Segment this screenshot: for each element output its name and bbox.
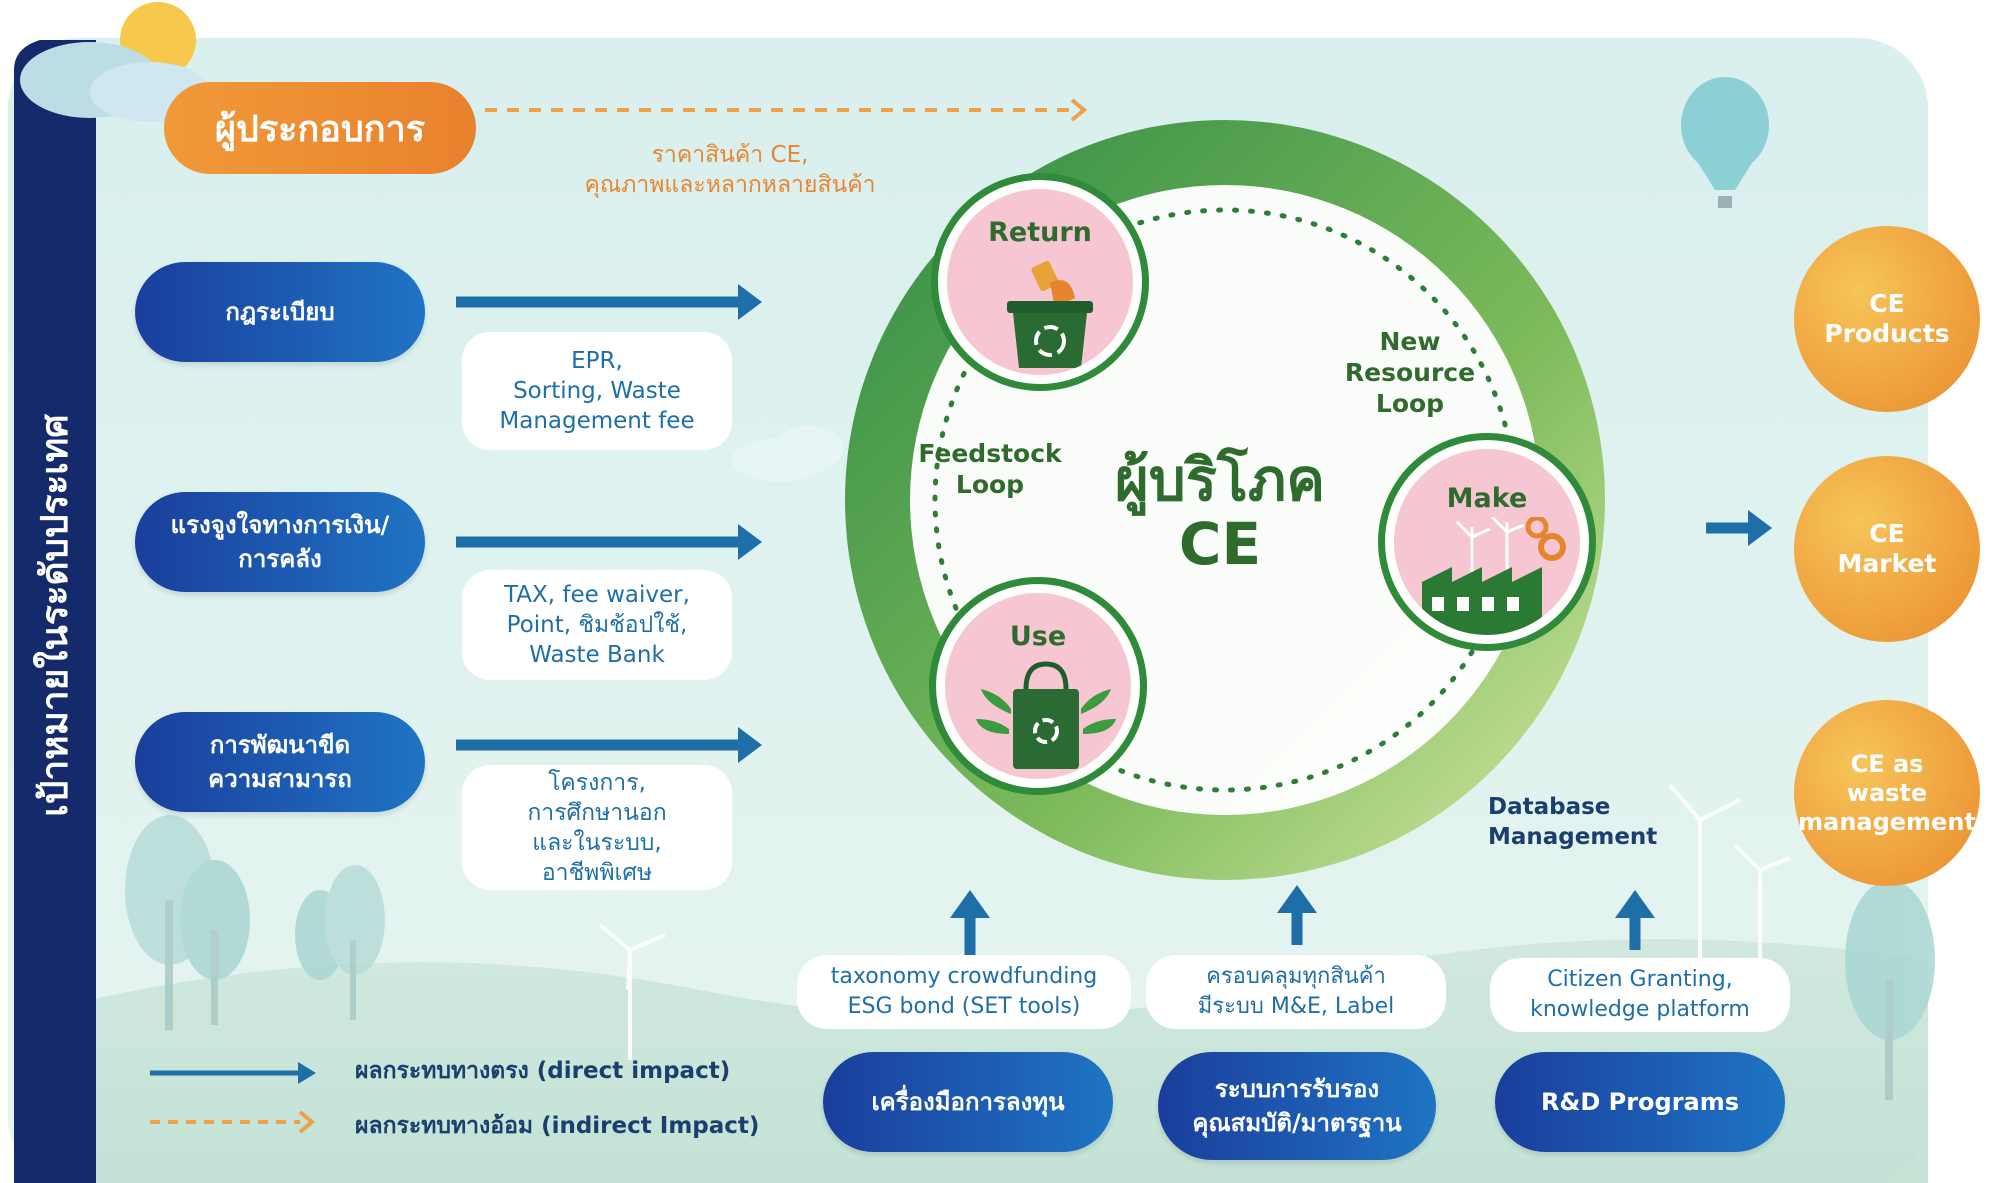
outcome-ce-market-line2: Market <box>1837 549 1937 578</box>
center-title: ผู้บริโภค CE <box>1070 448 1370 576</box>
entrepreneur-note-line2: คุณภาพและหลากหลายสินค้า <box>584 172 876 198</box>
policy-regulation-card: EPR, Sorting, Waste Management fee <box>462 332 732 450</box>
outcome-ce-products-line2: Products <box>1824 319 1950 348</box>
entrepreneur-note: ราคาสินค้า CE, คุณภาพและหลากหลายสินค้า <box>540 140 920 200</box>
entrepreneur-label: ผู้ประกอบการ <box>214 108 426 150</box>
policy-regulation-detail-3: Management fee <box>499 408 695 434</box>
policy-finance-label-2: การคลัง <box>238 545 322 573</box>
new-resource-loop-line2: Resource <box>1344 358 1476 387</box>
make-node: Make <box>1385 440 1589 644</box>
database-management-label: Database Management <box>1488 792 1657 852</box>
policy-regulation-detail-1: EPR, <box>571 348 623 374</box>
certification-pill: ระบบการรับรอง คุณสมบัติ/มาตรฐาน <box>1158 1052 1436 1160</box>
new-resource-loop-label: New Resource Loop <box>1320 326 1500 419</box>
policy-capacity-detail-3: และในระบบ, <box>532 829 662 856</box>
outcome-ce-waste-line2: waste <box>1846 778 1928 807</box>
outcome-ce-waste-management: CE as waste management <box>1794 700 1980 886</box>
entrepreneur-pill: ผู้ประกอบการ <box>164 82 476 174</box>
legend-indirect: ผลกระทบทางอ้อม (indirect Impact) <box>355 1113 760 1139</box>
database-label-line1: Database <box>1488 794 1611 820</box>
rnd-detail-1: Citizen Granting, <box>1547 967 1733 992</box>
policy-finance-detail-1: TAX, fee waiver, <box>504 582 690 608</box>
policy-capacity-detail-4: อาชีพพิเศษ <box>541 859 653 886</box>
shopping-bag-icon <box>976 661 1116 769</box>
recycle-bin-icon <box>1007 260 1093 368</box>
policy-capacity-detail-2: การศึกษานอก <box>527 799 667 826</box>
feedstock-loop-label: Feedstock Loop <box>900 438 1080 500</box>
certification-label-2: คุณสมบัติ/มาตรฐาน <box>1192 1109 1402 1137</box>
investment-tools-card: taxonomy crowdfunding ESG bond (SET tool… <box>797 955 1131 1029</box>
outcome-ce-market: CE Market <box>1794 456 1980 642</box>
policy-regulation-pill: กฎระเบียบ <box>135 262 425 362</box>
outcome-ce-waste-line1: CE as <box>1850 749 1924 778</box>
outcome-ce-products-line1: CE <box>1869 289 1905 318</box>
policy-capacity-detail-1: โครงการ, <box>548 769 646 796</box>
outcome-ce-products: CE Products <box>1794 226 1980 412</box>
investment-tools-label: เครื่องมือการลงทุน <box>871 1088 1065 1116</box>
side-title-text: เป้าหมายในระดับประเทศ <box>32 413 76 817</box>
make-label: Make <box>1446 483 1528 514</box>
outcome-ce-market-line1: CE <box>1869 519 1905 548</box>
new-resource-loop-line3: Loop <box>1375 389 1445 418</box>
policy-capacity-label-1: การพัฒนาขีด <box>209 731 351 759</box>
return-label: Return <box>988 217 1092 248</box>
investment-tools-detail-1: taxonomy crowdfunding <box>830 964 1098 989</box>
investment-tools-pill: เครื่องมือการลงทุน <box>823 1052 1113 1152</box>
use-label: Use <box>1009 621 1067 652</box>
certification-card: ครอบคลุมทุกสินค้า มีระบบ M&E, Label <box>1146 955 1446 1029</box>
factory-icon <box>1422 517 1566 635</box>
outcome-ce-waste-line3: management <box>1798 807 1976 836</box>
policy-finance-detail-3: Waste Bank <box>529 642 665 668</box>
policy-capacity-pill: การพัฒนาขีด ความสามารถ <box>135 712 425 812</box>
policy-capacity-card: โครงการ, การศึกษานอก และในระบบ, อาชีพพิเ… <box>462 765 732 890</box>
feedstock-loop-line1: Feedstock <box>918 439 1062 468</box>
policy-finance-pill: แรงจูงใจทางการเงิน/ การคลัง <box>135 492 425 592</box>
center-title-line2: CE <box>1178 510 1262 578</box>
database-label-line2: Management <box>1488 824 1658 850</box>
policy-regulation-label: กฎระเบียบ <box>225 298 335 326</box>
rnd-detail-2: knowledge platform <box>1530 997 1750 1022</box>
legend-direct: ผลกระทบทางตรง (direct impact) <box>355 1058 731 1084</box>
entrepreneur-note-line1: ราคาสินค้า CE, <box>651 142 809 168</box>
policy-finance-card: TAX, fee waiver, Point, ชิมช้อปใช้, Wast… <box>462 570 732 680</box>
certification-detail-2: มีระบบ M&E, Label <box>1197 994 1395 1019</box>
policy-finance-detail-2: Point, ชิมช้อปใช้, <box>506 612 688 638</box>
feedstock-loop-line2: Loop <box>955 470 1025 499</box>
rnd-label: R&D Programs <box>1540 1088 1740 1116</box>
policy-regulation-detail-2: Sorting, Waste <box>513 378 681 404</box>
use-node: Use <box>936 584 1140 788</box>
investment-tools-detail-2: ESG bond (SET tools) <box>847 994 1081 1019</box>
center-title-line1: ผู้บริโภค <box>1114 446 1326 514</box>
certification-detail-1: ครอบคลุมทุกสินค้า <box>1206 964 1386 989</box>
certification-label-1: ระบบการรับรอง <box>1214 1075 1380 1103</box>
policy-capacity-label-2: ความสามารถ <box>208 765 352 793</box>
rnd-card: Citizen Granting, knowledge platform <box>1490 958 1790 1032</box>
new-resource-loop-line1: New <box>1379 327 1441 356</box>
side-title: เป้าหมายในระดับประเทศ <box>14 60 94 1170</box>
rnd-pill: R&D Programs <box>1495 1052 1785 1152</box>
return-node: Return <box>938 180 1142 384</box>
policy-finance-label-1: แรงจูงใจทางการเงิน/ <box>170 511 390 539</box>
